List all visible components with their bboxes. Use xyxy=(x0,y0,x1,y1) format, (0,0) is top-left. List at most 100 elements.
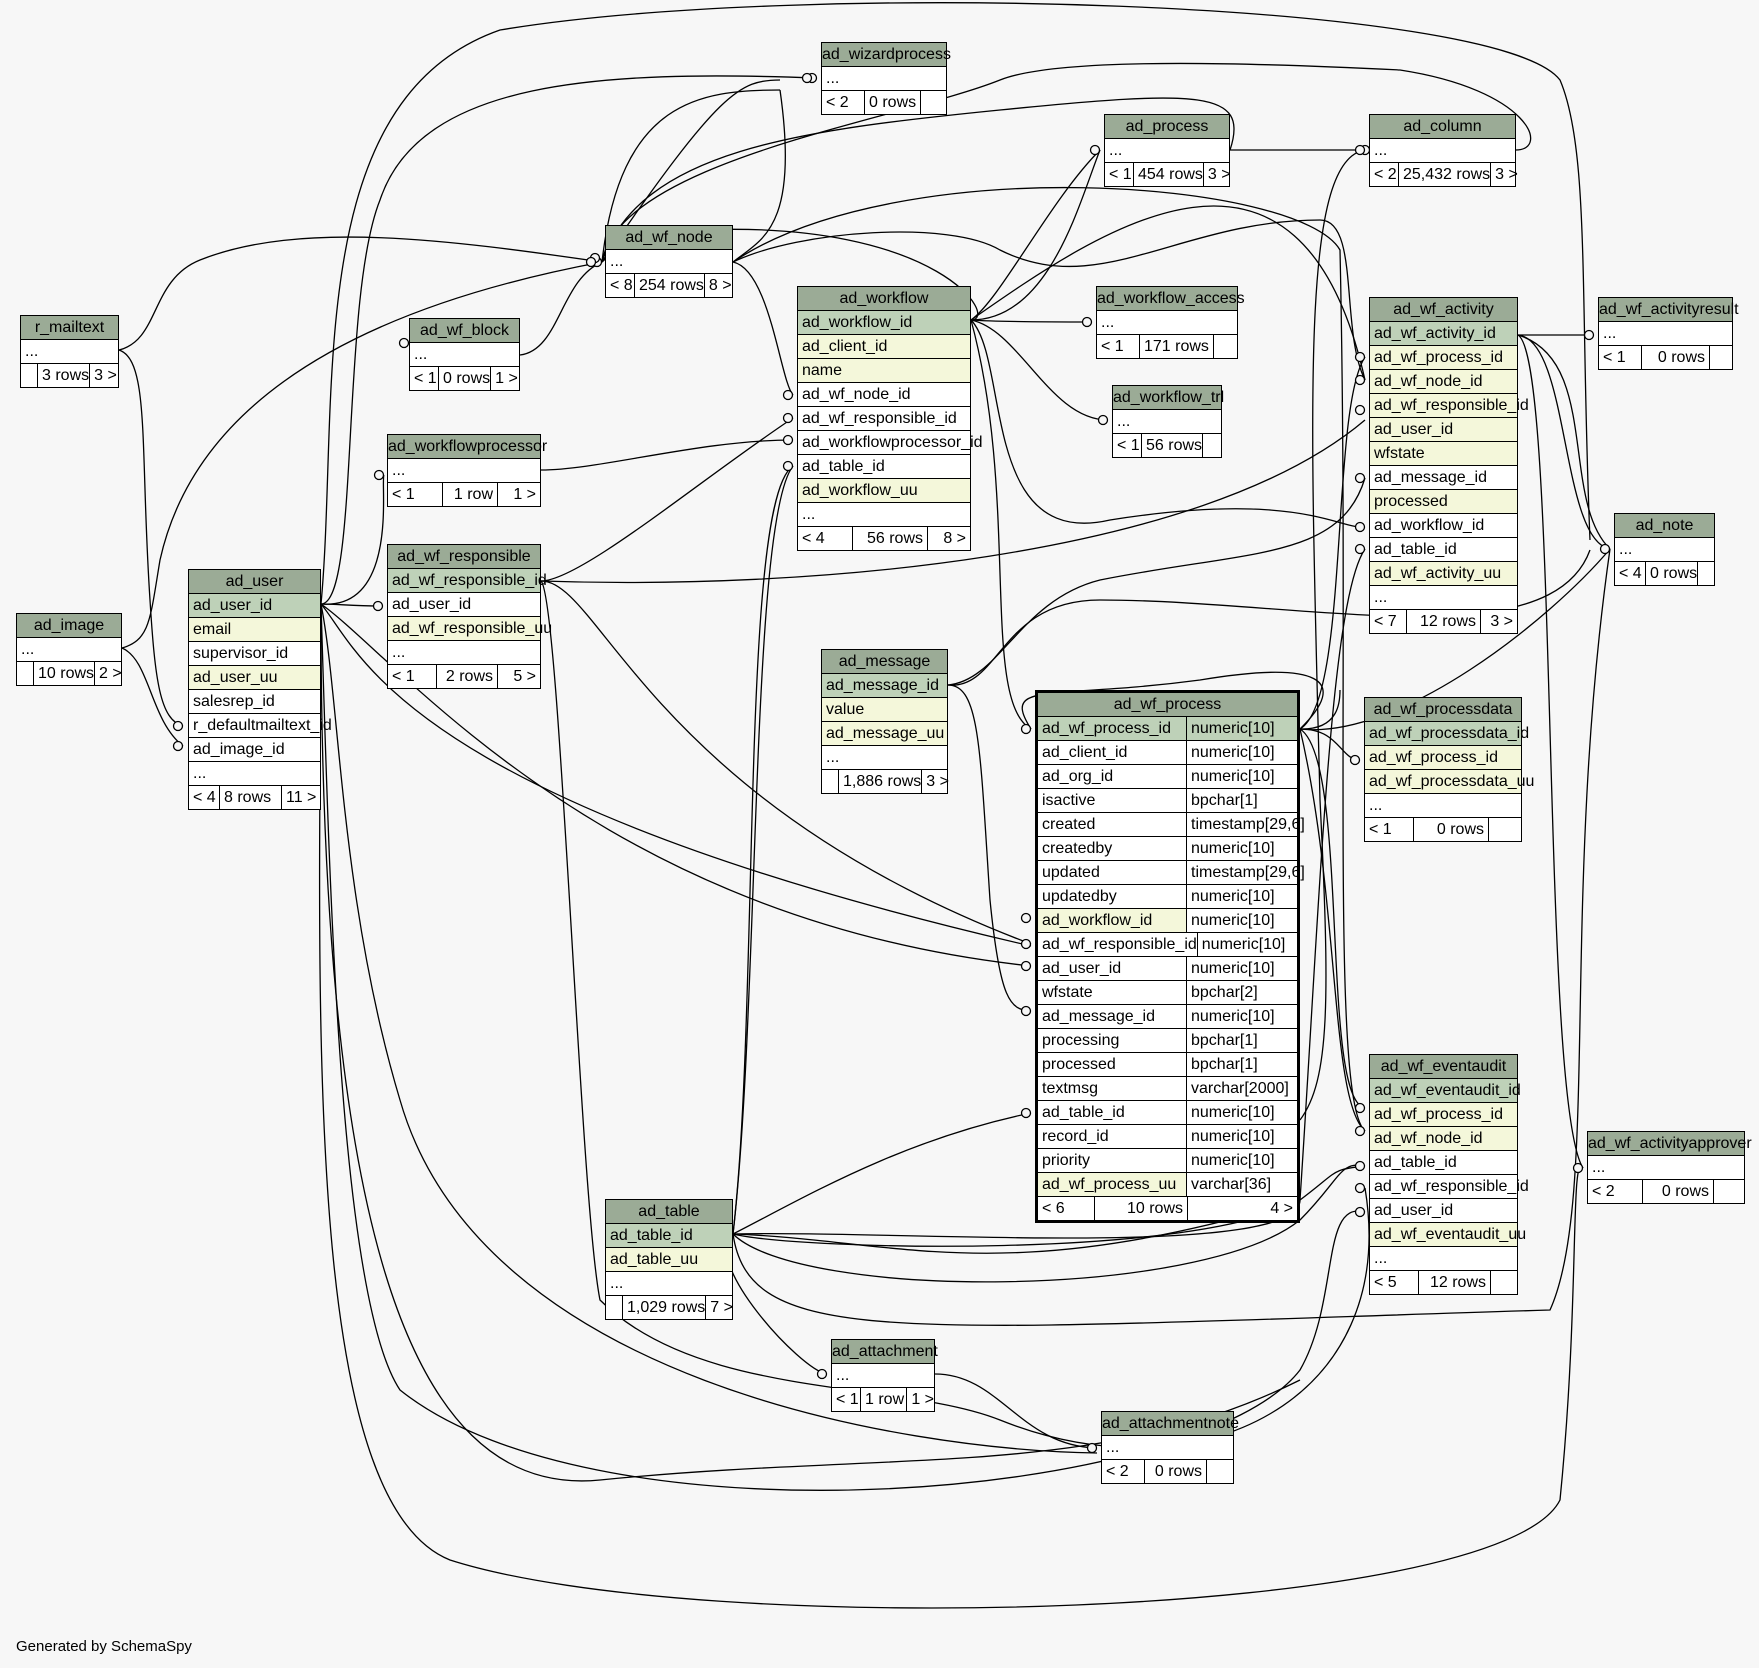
column-row[interactable]: ad_table_id xyxy=(1374,541,1457,558)
column-row[interactable]: ... xyxy=(21,641,35,658)
child-count[interactable] xyxy=(21,364,37,387)
column-row[interactable]: ... xyxy=(836,1367,850,1384)
column-row[interactable]: ad_workflow_uu xyxy=(802,482,918,499)
column-row[interactable]: ad_table_uu xyxy=(610,1251,699,1268)
child-count[interactable]: < 4 xyxy=(802,530,825,547)
child-count[interactable]: < 1 xyxy=(1109,166,1132,183)
table-header[interactable]: ad_workflow xyxy=(798,287,970,311)
column-row[interactable]: ... xyxy=(610,253,624,270)
child-count[interactable]: < 1 xyxy=(1603,349,1626,366)
column-row[interactable]: ad_user_id xyxy=(1042,960,1122,977)
column-row[interactable]: value xyxy=(826,701,865,718)
column-row[interactable]: ad_wf_node_id xyxy=(1374,373,1483,390)
table-ad_wf_responsible[interactable]: ad_wf_responsible ad_wf_responsible_id a… xyxy=(387,544,552,689)
column-row[interactable]: ad_wf_node_id xyxy=(1374,1130,1483,1147)
table-header[interactable]: ad_wf_responsible xyxy=(388,545,540,569)
table-header[interactable]: ad_image xyxy=(17,614,121,638)
column-row[interactable]: ... xyxy=(826,70,840,87)
table-header[interactable]: ad_wf_activity xyxy=(1370,298,1517,322)
column-row[interactable]: ad_wf_responsible_id xyxy=(1374,397,1529,414)
child-count[interactable]: < 5 xyxy=(1374,1274,1397,1291)
child-count[interactable]: < 1 xyxy=(414,370,437,387)
column-row[interactable]: ... xyxy=(392,644,406,661)
column-row[interactable]: ... xyxy=(1374,589,1388,606)
column-row[interactable]: ... xyxy=(1374,1250,1388,1267)
parent-count[interactable] xyxy=(1212,335,1240,358)
parent-count[interactable] xyxy=(1488,818,1521,841)
column-row[interactable]: ad_wf_process_id xyxy=(1374,1106,1503,1123)
table-header[interactable]: ad_table xyxy=(606,1200,732,1224)
child-count[interactable]: < 1 xyxy=(836,1391,859,1408)
column-row[interactable]: ... xyxy=(1109,142,1123,159)
parent-count[interactable] xyxy=(1206,1460,1233,1483)
table-header[interactable]: ad_wf_eventaudit xyxy=(1370,1055,1517,1079)
table-header[interactable]: ad_workflow_access xyxy=(1097,287,1245,311)
table-header[interactable]: ad_workflowprocessor xyxy=(388,435,547,459)
column-row[interactable]: email xyxy=(193,621,232,638)
parent-count[interactable]: 3 > xyxy=(89,364,120,387)
parent-count[interactable]: 3 > xyxy=(1490,163,1521,186)
child-count[interactable]: < 2 xyxy=(826,94,849,111)
column-row[interactable]: updated xyxy=(1042,864,1100,881)
child-count[interactable]: < 4 xyxy=(1619,565,1642,582)
column-row[interactable]: ad_table_id xyxy=(802,458,885,475)
table-header[interactable]: ad_workflow_trl xyxy=(1113,386,1224,410)
child-count[interactable]: < 1 xyxy=(1101,338,1124,355)
parent-count[interactable]: 8 > xyxy=(703,274,735,297)
column-row[interactable]: ad_org_id xyxy=(1042,768,1114,785)
column-row[interactable]: ... xyxy=(414,346,428,363)
column-row[interactable]: ad_wf_process_id xyxy=(1374,349,1503,366)
column-row[interactable]: ad_user_id xyxy=(1374,1202,1454,1219)
column-row[interactable]: updatedby xyxy=(1042,888,1117,905)
column-row[interactable]: ... xyxy=(1369,797,1383,814)
parent-count[interactable]: 1 > xyxy=(490,367,521,390)
column-row[interactable]: ad_workflow_id xyxy=(1374,517,1485,534)
column-row[interactable]: ad_user_id xyxy=(392,596,472,613)
table-header[interactable]: ad_note xyxy=(1615,514,1714,538)
table-header[interactable]: ad_user xyxy=(189,570,320,594)
child-count[interactable] xyxy=(822,770,838,793)
parent-count[interactable] xyxy=(1709,346,1732,369)
column-row[interactable]: ad_wf_activity_uu xyxy=(1374,565,1502,582)
table-header[interactable]: r_mailtext xyxy=(21,316,118,340)
column-row[interactable]: ad_message_id xyxy=(1042,1008,1155,1025)
column-row[interactable]: ... xyxy=(826,749,840,766)
table-ad_wf_activity[interactable]: ad_wf_activity ad_wf_activity_id ad_wf_p… xyxy=(1369,297,1529,634)
table-ad_wf_processdata[interactable]: ad_wf_processdata ad_wf_processdata_id a… xyxy=(1364,697,1534,842)
parent-count[interactable]: 1 > xyxy=(906,1388,934,1411)
column-row[interactable]: ad_client_id xyxy=(802,338,888,355)
column-row[interactable]: name xyxy=(802,362,843,379)
table-ad_table[interactable]: ad_table ad_table_id ad_table_uu ... 1,0… xyxy=(605,1199,733,1320)
column-row[interactable]: ad_message_id xyxy=(826,677,939,694)
column-row[interactable]: ad_wf_responsible_uu xyxy=(392,620,553,637)
child-count[interactable]: < 1 xyxy=(1369,821,1392,838)
column-row[interactable]: salesrep_id xyxy=(193,693,275,710)
table-header[interactable]: ad_wf_processdata xyxy=(1365,698,1521,722)
column-row[interactable]: ... xyxy=(1106,1439,1120,1456)
column-row[interactable]: ad_wf_eventaudit_id xyxy=(1374,1082,1521,1099)
column-row[interactable]: ... xyxy=(392,462,406,479)
column-row[interactable]: ad_wf_activity_id xyxy=(1374,325,1496,342)
column-row[interactable]: ad_message_uu xyxy=(826,725,945,742)
child-count[interactable]: < 2 xyxy=(1592,1183,1615,1200)
table-header[interactable]: ad_message xyxy=(822,650,947,674)
child-count[interactable]: < 1 xyxy=(392,486,415,503)
table-header[interactable]: ad_attachmentnote xyxy=(1102,1412,1239,1436)
table-ad_workflow[interactable]: ad_workflow ad_workflow_id ad_client_id … xyxy=(797,286,983,551)
column-row[interactable]: ad_table_id xyxy=(610,1227,693,1244)
column-row[interactable]: ad_workflow_id xyxy=(1038,909,1186,932)
child-count[interactable] xyxy=(17,662,33,685)
column-row[interactable]: ad_wf_responsible_id xyxy=(1042,936,1197,953)
parent-count[interactable] xyxy=(1202,434,1221,457)
